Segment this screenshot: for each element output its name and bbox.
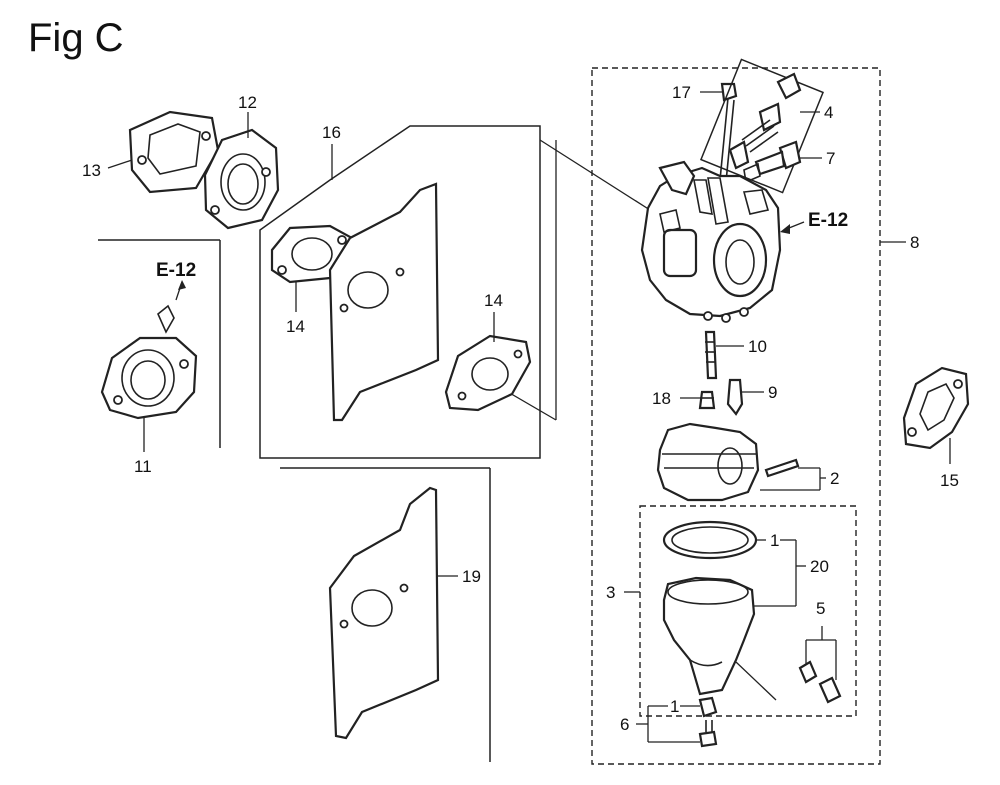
callout-13: 13 xyxy=(82,161,101,180)
part-16-plate[interactable] xyxy=(328,182,440,422)
callout-11: 11 xyxy=(134,457,152,476)
callout-10: 10 xyxy=(748,337,767,356)
part-19-guide-plate[interactable] xyxy=(328,486,440,740)
part-12-insulator[interactable] xyxy=(203,128,280,230)
part-17-screw[interactable] xyxy=(719,82,738,183)
callout-20: 20 xyxy=(810,557,829,576)
callout-8: 8 xyxy=(910,233,919,252)
part-15-gasket[interactable] xyxy=(902,366,970,450)
part-1-o-ring[interactable] xyxy=(662,520,758,560)
reference-e12-right: E-12 xyxy=(808,210,848,231)
callout-1-top: 1 xyxy=(770,531,779,550)
callout-9: 9 xyxy=(768,383,777,402)
callout-4: 4 xyxy=(824,103,833,122)
callout-6: 6 xyxy=(620,715,629,734)
callout-15: 15 xyxy=(940,471,959,490)
callout-5: 5 xyxy=(816,599,825,618)
callout-3: 3 xyxy=(606,583,615,602)
part-14-gasket-right[interactable] xyxy=(444,334,532,412)
part-5-drain-screw[interactable] xyxy=(798,660,842,704)
figure-title: Fig C xyxy=(28,16,124,60)
float-chamber-set-frame xyxy=(639,505,857,717)
float[interactable] xyxy=(656,422,760,502)
group-16-frame xyxy=(259,125,541,459)
callout-7: 7 xyxy=(826,149,835,168)
carburetor-body[interactable] xyxy=(640,160,782,323)
callout-14-left: 14 xyxy=(286,317,305,336)
reference-e12-left: E-12 xyxy=(156,260,196,281)
part-18-jet[interactable] xyxy=(698,390,716,410)
callout-16: 16 xyxy=(322,123,341,142)
part-4-screw[interactable] xyxy=(728,72,802,170)
part-2-float-pin[interactable] xyxy=(764,458,800,478)
part-10-nozzle[interactable] xyxy=(704,330,718,380)
callout-14-right: 14 xyxy=(484,291,503,310)
callout-19: 19 xyxy=(462,567,481,586)
carburetor-assy-frame xyxy=(591,67,881,765)
part-6-drain-bolt[interactable] xyxy=(698,696,718,748)
callout-1-bottom: 1 xyxy=(670,697,679,716)
callout-2: 2 xyxy=(830,469,839,488)
callout-12: 12 xyxy=(238,93,257,112)
part-7-screw[interactable] xyxy=(743,140,802,184)
callout-17: 17 xyxy=(672,83,691,102)
float-chamber-bowl[interactable] xyxy=(662,576,756,696)
part-11-insulator[interactable] xyxy=(100,304,198,420)
part-9-float-valve[interactable] xyxy=(726,378,744,416)
callout-18: 18 xyxy=(652,389,671,408)
